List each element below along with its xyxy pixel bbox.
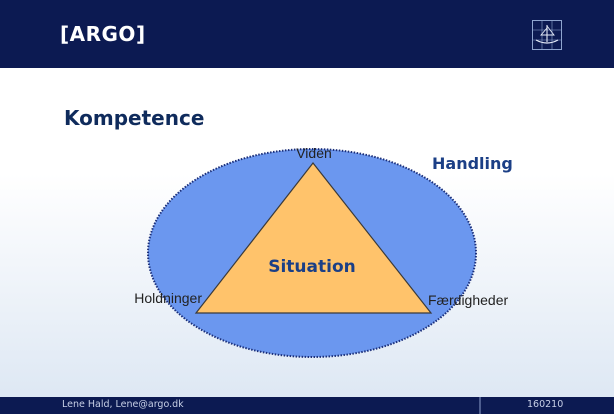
footer-code: 160210 xyxy=(527,399,564,410)
footer-divider xyxy=(479,397,481,414)
viden-label: Viden xyxy=(296,145,332,161)
holdninger-label: Holdninger xyxy=(134,290,202,306)
slide-title: Kompetence xyxy=(64,106,205,130)
handling-label: Handling xyxy=(432,154,513,173)
competence-triangle xyxy=(194,162,433,314)
header-bar: [ARGO] xyxy=(0,0,614,68)
situation-label: Situation xyxy=(268,257,356,277)
logo-text: [ARGO] xyxy=(60,22,146,46)
faerdigheder-label: Færdigheder xyxy=(428,292,508,308)
ship-emblem-icon xyxy=(532,20,562,50)
footer-bar: Lene Hald, Lene@argo.dk 160210 xyxy=(0,397,614,414)
footer-author: Lene Hald, Lene@argo.dk xyxy=(62,399,184,410)
